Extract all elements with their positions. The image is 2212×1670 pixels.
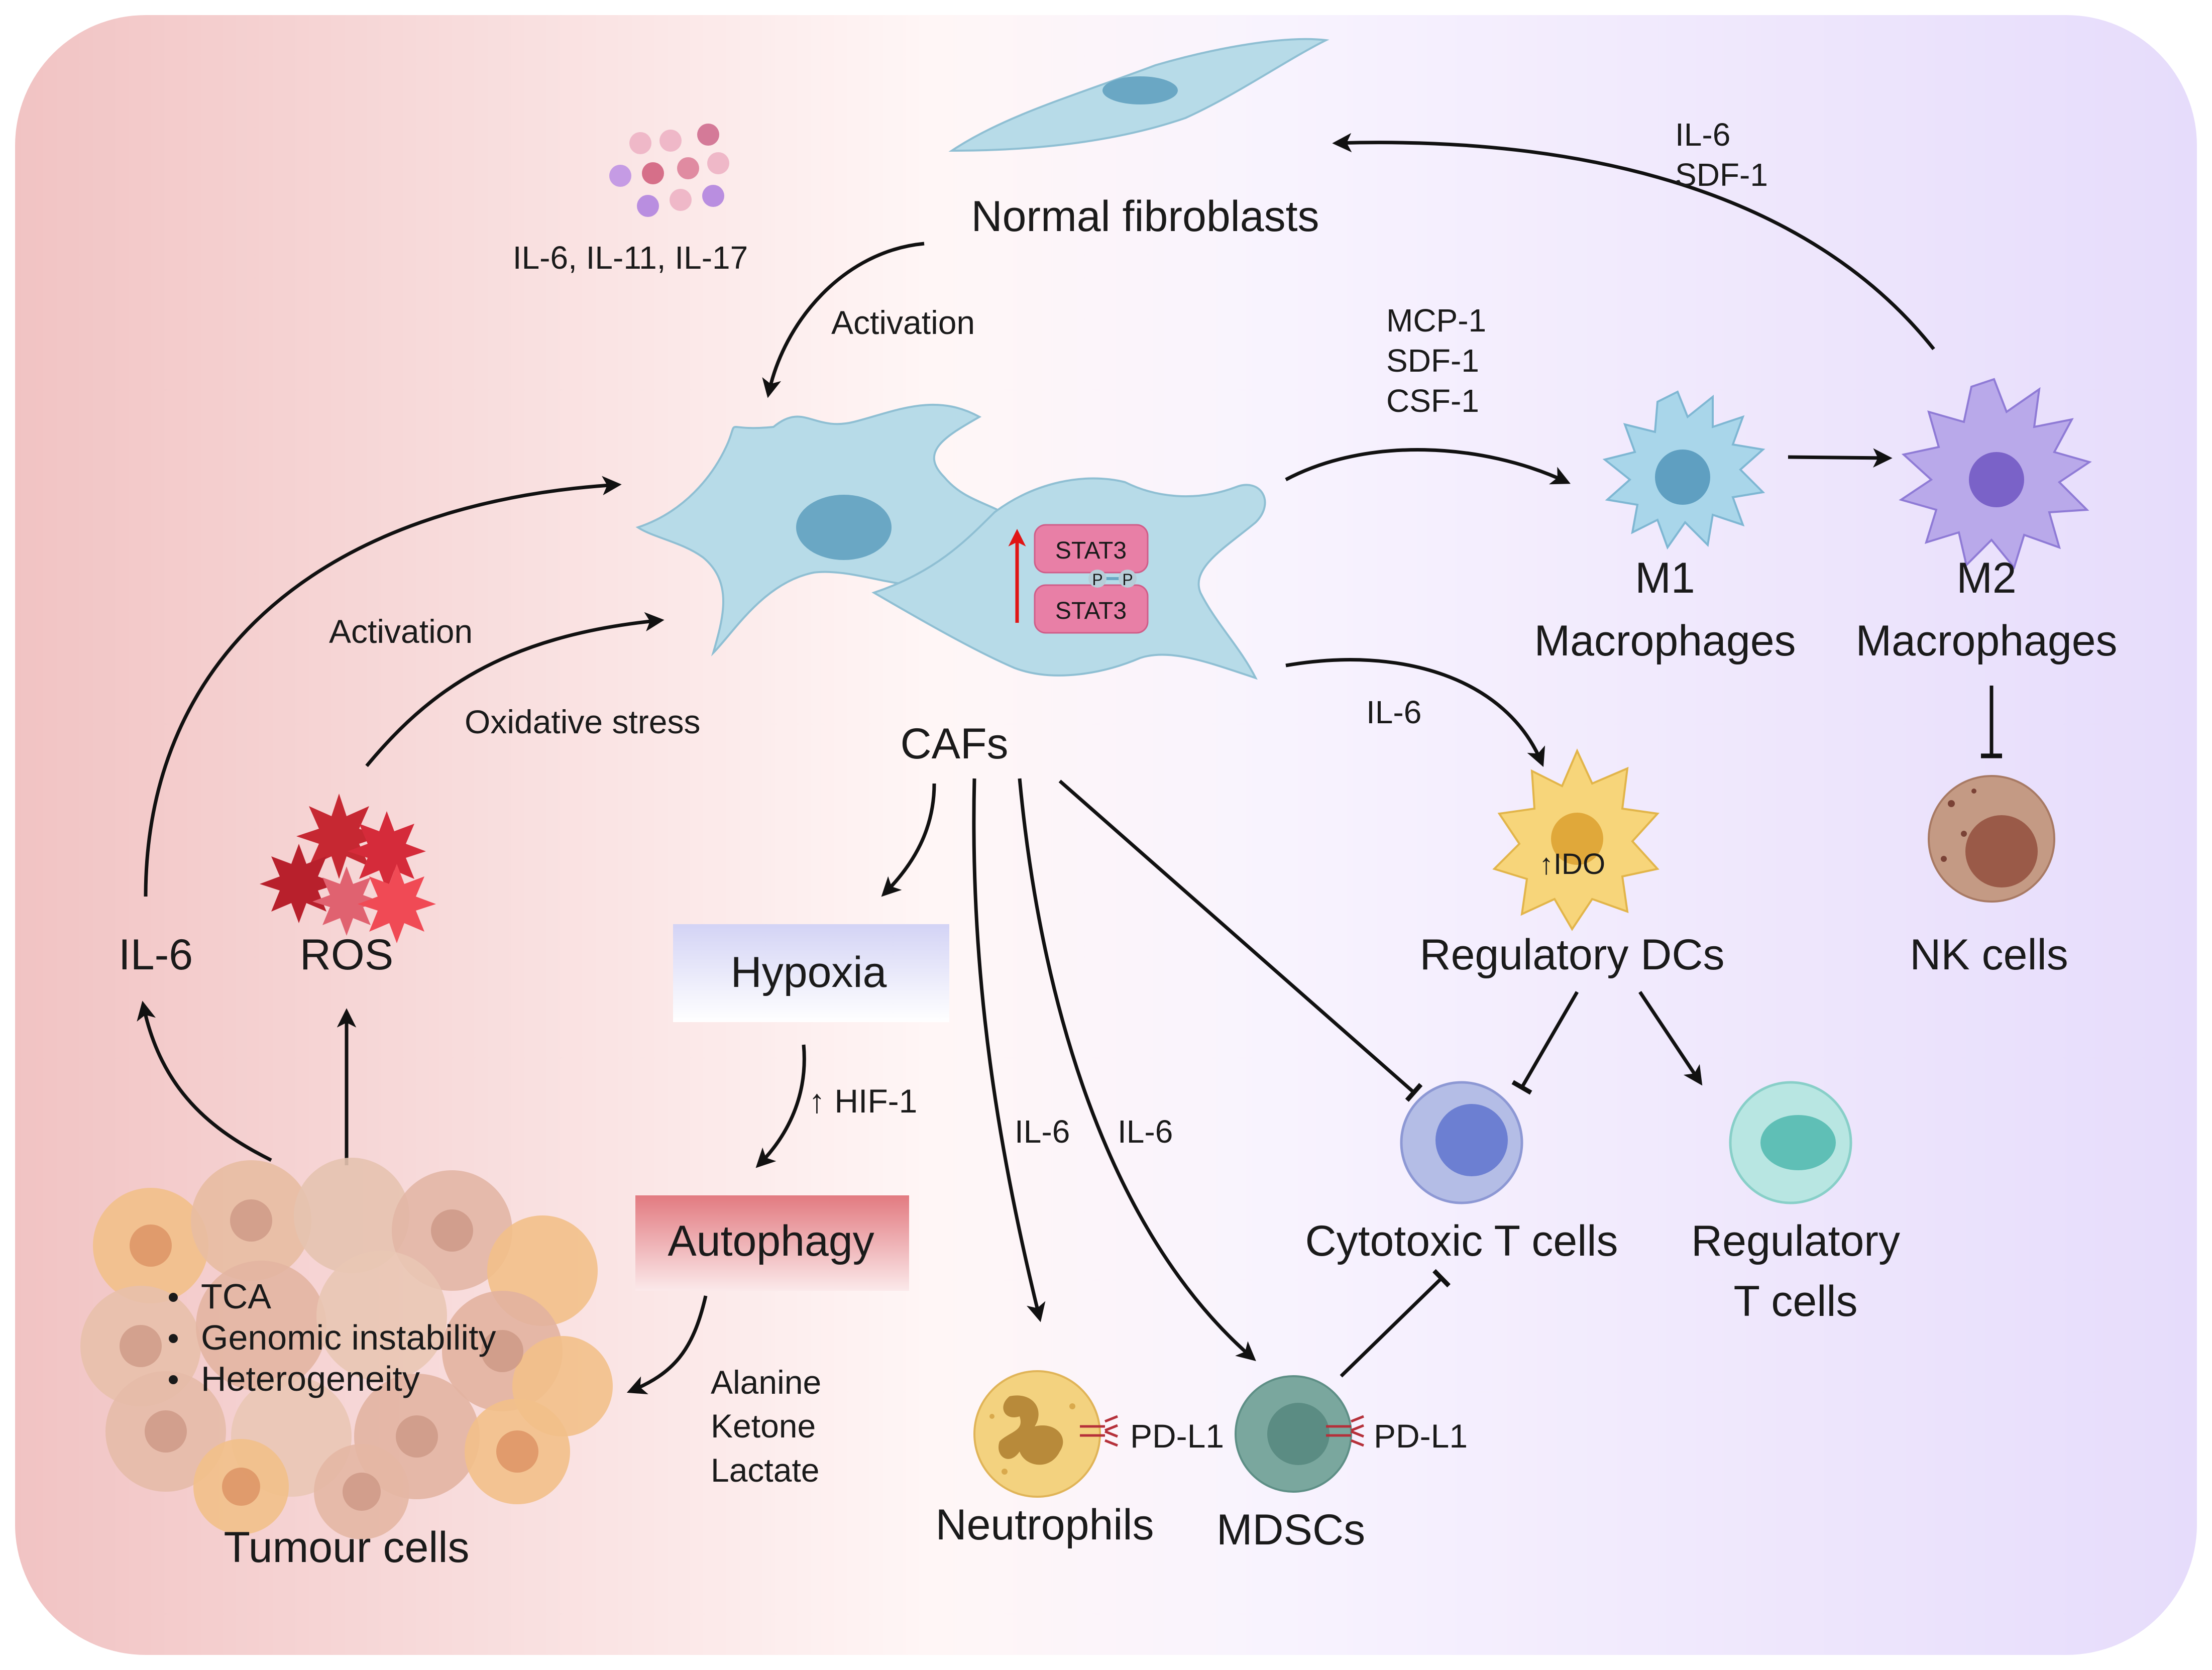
activation-top-label: Activation bbox=[831, 304, 975, 341]
autophagy-box bbox=[635, 1195, 909, 1291]
cafs-label: CAFs bbox=[901, 720, 1009, 768]
inhibit-caf-to-cytotoxic bbox=[1058, 780, 1423, 1102]
pdl1-receptor-mdsc bbox=[1326, 1415, 1364, 1447]
mcp1-label: MCP-1 bbox=[1386, 302, 1486, 339]
mdsc-cell bbox=[1235, 1375, 1352, 1493]
ido-label: ↑IDO bbox=[1539, 848, 1605, 880]
cytokine-dots bbox=[609, 124, 729, 217]
arrow-caf-to-neutrophils bbox=[972, 778, 1046, 1322]
m2-macrophage-cell bbox=[1899, 378, 2092, 570]
phospho-right-circle bbox=[1119, 570, 1137, 588]
arrow-m1-to-m2 bbox=[1788, 448, 1893, 468]
pdl1-receptor-neutrophil bbox=[1080, 1415, 1118, 1447]
ketone-label: Ketone bbox=[711, 1407, 816, 1444]
mdsc-nucleus bbox=[1267, 1403, 1330, 1465]
regulatory-dcs-label: Regulatory DCs bbox=[1420, 931, 1725, 979]
tumour-bullet-tca: TCA bbox=[201, 1277, 271, 1316]
stat3-dimer bbox=[1034, 524, 1149, 634]
arrow-caf-to-dc bbox=[1285, 658, 1545, 767]
regulatory-t-label-line1: Regulatory bbox=[1691, 1217, 1900, 1265]
caf-nucleus-left bbox=[796, 495, 892, 560]
il6-sdf1-top-sdf1-label: SDF-1 bbox=[1675, 157, 1768, 193]
il6-dc-label: IL-6 bbox=[1366, 694, 1421, 730]
arrow-m2-to-fibroblast bbox=[1332, 133, 1935, 351]
alanine-label: Alanine bbox=[711, 1364, 821, 1401]
ros-label: ROS bbox=[300, 931, 393, 979]
inhibit-dc-to-cytotoxic bbox=[1511, 991, 1579, 1095]
arrow-caf-to-mdscs bbox=[1018, 778, 1256, 1362]
m1-label-line1: M1 bbox=[1635, 554, 1695, 602]
nk-cells-label: NK cells bbox=[1910, 931, 2068, 979]
arrow-dc-to-regulatory-t bbox=[1638, 991, 1703, 1086]
arrow-il6-to-caf bbox=[144, 476, 622, 897]
m2-label-line1: M2 bbox=[1956, 554, 2016, 602]
stat3-bottom-box bbox=[1034, 584, 1149, 634]
regulatory-t-nucleus bbox=[1760, 1115, 1836, 1170]
cytotoxic-t-cell bbox=[1400, 1081, 1523, 1204]
phospho-left-label: P bbox=[1092, 571, 1102, 589]
oxidative-stress-label: Oxidative stress bbox=[465, 703, 700, 740]
phospho-right-label: P bbox=[1122, 571, 1133, 589]
mdscs-label: MDSCs bbox=[1216, 1506, 1365, 1554]
arrow-caf-to-hypoxia bbox=[881, 783, 936, 897]
cytokines-il-label: IL-6, IL-11, IL-17 bbox=[513, 240, 748, 276]
tumour-bullet-heterogeneity: Heterogeneity bbox=[201, 1359, 420, 1398]
hypoxia-label: Hypoxia bbox=[731, 948, 887, 996]
ros-stars bbox=[260, 794, 436, 943]
autophagy-label: Autophagy bbox=[668, 1217, 874, 1265]
neutrophils-label: Neutrophils bbox=[936, 1501, 1154, 1549]
lactate-label: Lactate bbox=[711, 1452, 820, 1489]
normal-fibroblast-cell bbox=[948, 38, 1330, 152]
regulatory-t-cell bbox=[1729, 1081, 1852, 1204]
arrows bbox=[137, 133, 2002, 1395]
m2-nucleus bbox=[1969, 452, 2024, 507]
inhibit-mdsc-to-cytotoxic bbox=[1340, 1269, 1451, 1378]
normal-fibroblasts-label: Normal fibroblasts bbox=[971, 192, 1319, 241]
tumour-bullet-genomic-instability: Genomic instability bbox=[201, 1318, 496, 1357]
sdf1-mid-label: SDF-1 bbox=[1386, 343, 1479, 379]
cafs-cells bbox=[635, 403, 1266, 680]
regulatory-dc-cell bbox=[1492, 748, 1660, 931]
m1-macrophage-cell bbox=[1602, 390, 1765, 550]
regulatory-t-label-line2: T cells bbox=[1734, 1277, 1858, 1325]
arrow-caf-to-m1 bbox=[1285, 448, 1571, 485]
arrow-hypoxia-to-autophagy bbox=[755, 1044, 806, 1168]
nk-nucleus bbox=[1965, 815, 2038, 887]
tumour-cells-label: Tumour cells bbox=[224, 1523, 469, 1572]
pdl1-mdsc-label: PD-L1 bbox=[1374, 1417, 1468, 1455]
arrow-autophagy-to-tumour bbox=[626, 1295, 708, 1395]
hif1-label: ↑ HIF-1 bbox=[809, 1082, 917, 1120]
tumour-cells-cluster bbox=[80, 1158, 613, 1539]
cytotoxic-t-nucleus bbox=[1435, 1104, 1508, 1176]
cytotoxic-t-label: Cytotoxic T cells bbox=[1305, 1217, 1618, 1265]
nk-cell bbox=[1928, 775, 2055, 903]
arrow-ros-to-caf bbox=[365, 612, 665, 767]
il6-left-label: IL-6 bbox=[119, 931, 193, 979]
dc-nucleus bbox=[1551, 813, 1603, 865]
phospho-left-circle bbox=[1088, 570, 1107, 588]
m2-label-line2: Macrophages bbox=[1855, 617, 2117, 665]
pdl1-neutrophil-label: PD-L1 bbox=[1130, 1417, 1224, 1455]
arrow-fibroblast-to-caf bbox=[762, 242, 925, 398]
il6-sdf1-top-il6-label: IL-6 bbox=[1675, 117, 1730, 153]
m1-label-line2: Macrophages bbox=[1534, 617, 1796, 665]
il6-neutrophil-label: IL-6 bbox=[1015, 1114, 1070, 1150]
tumour-bullet-dot-1 bbox=[169, 1293, 178, 1302]
tumour-bullet-dot-3 bbox=[169, 1375, 178, 1384]
caf-cell-right bbox=[871, 477, 1266, 680]
csf1-label: CSF-1 bbox=[1386, 383, 1479, 419]
stat3-top-label: STAT3 bbox=[1055, 537, 1127, 564]
neutrophil-cell bbox=[973, 1370, 1101, 1498]
tumour-bullet-dot-2 bbox=[169, 1334, 178, 1343]
activation-left-label: Activation bbox=[329, 613, 473, 650]
fibroblast-nucleus bbox=[1102, 76, 1178, 104]
arrow-tumour-to-il6 bbox=[137, 1000, 272, 1162]
il6-mdsc-label: IL-6 bbox=[1118, 1114, 1173, 1150]
m1-nucleus bbox=[1655, 450, 1710, 505]
hypoxia-box bbox=[673, 924, 949, 1022]
stat3-bottom-label: STAT3 bbox=[1055, 598, 1127, 624]
neutrophil-nucleus bbox=[999, 1395, 1063, 1465]
